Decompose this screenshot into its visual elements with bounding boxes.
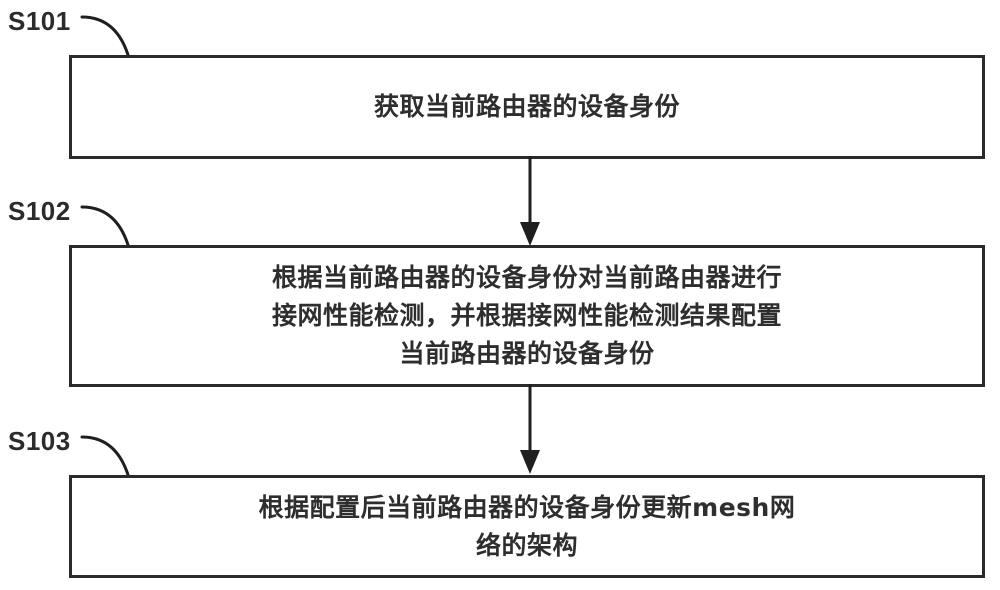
connector-arrow-s101-s102 bbox=[520, 156, 540, 246]
process-box-s103: 根据配置后当前路由器的设备身份更新mesh网 络的架构 bbox=[69, 475, 985, 578]
process-box-s102: 根据当前路由器的设备身份对当前路由器进行 接网性能检测，并根据接网性能检测结果配… bbox=[69, 245, 985, 387]
process-box-s102-text: 根据当前路由器的设备身份对当前路由器进行 接网性能检测，并根据接网性能检测结果配… bbox=[271, 263, 782, 368]
process-box-s103-text: 根据配置后当前路由器的设备身份更新mesh网 络的架构 bbox=[258, 492, 796, 560]
step-reference-s103: S103 bbox=[8, 426, 71, 456]
process-box-s101-text: 获取当前路由器的设备身份 bbox=[373, 92, 680, 121]
step-reference-s102: S102 bbox=[8, 196, 71, 226]
step-reference-s101: S101 bbox=[8, 6, 71, 36]
process-box-s101: 获取当前路由器的设备身份 bbox=[69, 55, 985, 159]
connector-arrow-s102-s103 bbox=[520, 384, 540, 474]
